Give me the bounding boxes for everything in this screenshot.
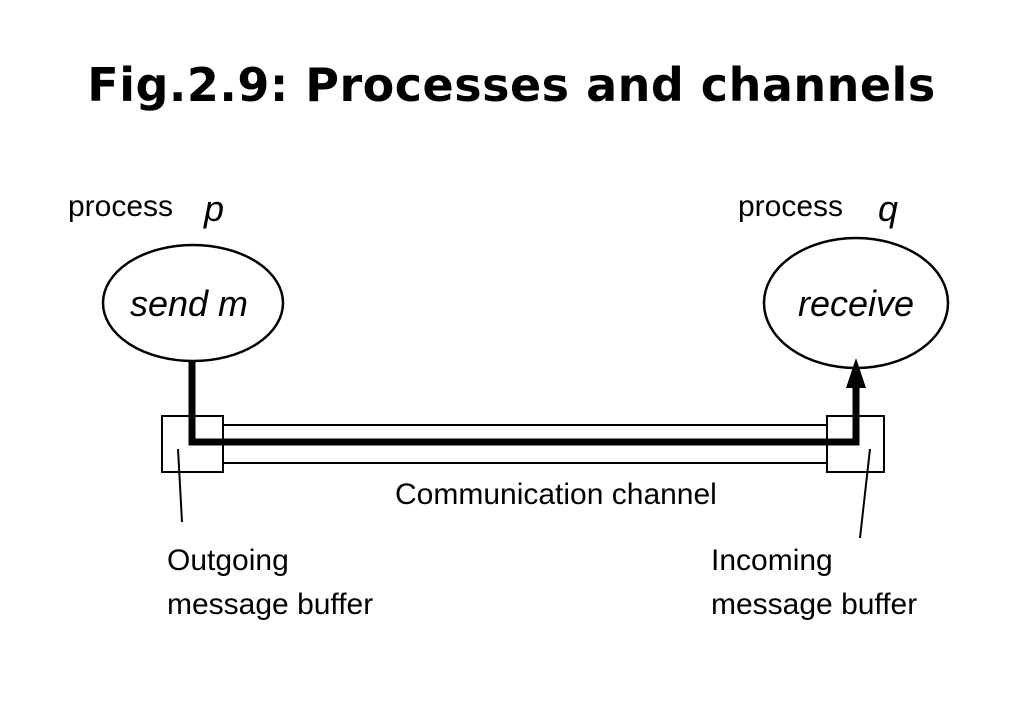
message-path [188, 361, 860, 446]
outgoing-buffer-label-line2: message buffer [167, 588, 373, 621]
message-arrowhead [846, 358, 866, 388]
outgoing-buffer-label-line1: Outgoing [167, 544, 289, 577]
incoming-buffer-pointer [859, 448, 871, 539]
process-p-action: send m [130, 283, 248, 324]
channel-label: Communication channel [395, 478, 717, 511]
process-q-label-name: q [878, 188, 898, 229]
page-title: Fig.2.9: Processes and channels [87, 58, 936, 112]
incoming-buffer-label-line1: Incoming [711, 544, 833, 577]
process-p-label-name: p [203, 188, 224, 229]
outgoing-buffer-pointer [177, 448, 183, 523]
process-q-label-word: process [738, 190, 843, 223]
process-p-label-word: process [68, 190, 173, 223]
incoming-buffer-label-line2: message buffer [711, 588, 917, 621]
process-q-action: receive [798, 283, 914, 324]
